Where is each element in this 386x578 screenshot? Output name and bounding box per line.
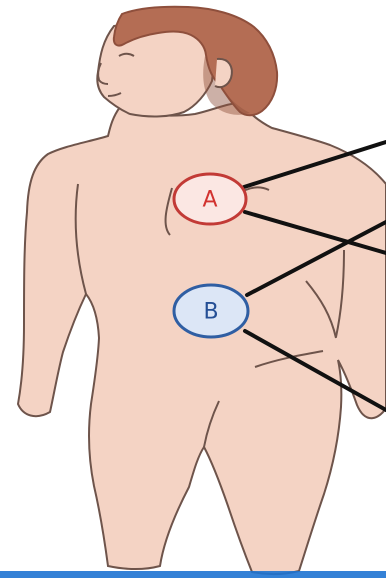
bottom-edge-band xyxy=(0,571,386,578)
ear xyxy=(215,59,232,87)
marker-a[interactable]: A xyxy=(174,174,246,224)
marker-b-label: B xyxy=(203,300,218,325)
marker-a-label: A xyxy=(202,188,217,213)
marker-b[interactable]: B xyxy=(174,285,248,337)
